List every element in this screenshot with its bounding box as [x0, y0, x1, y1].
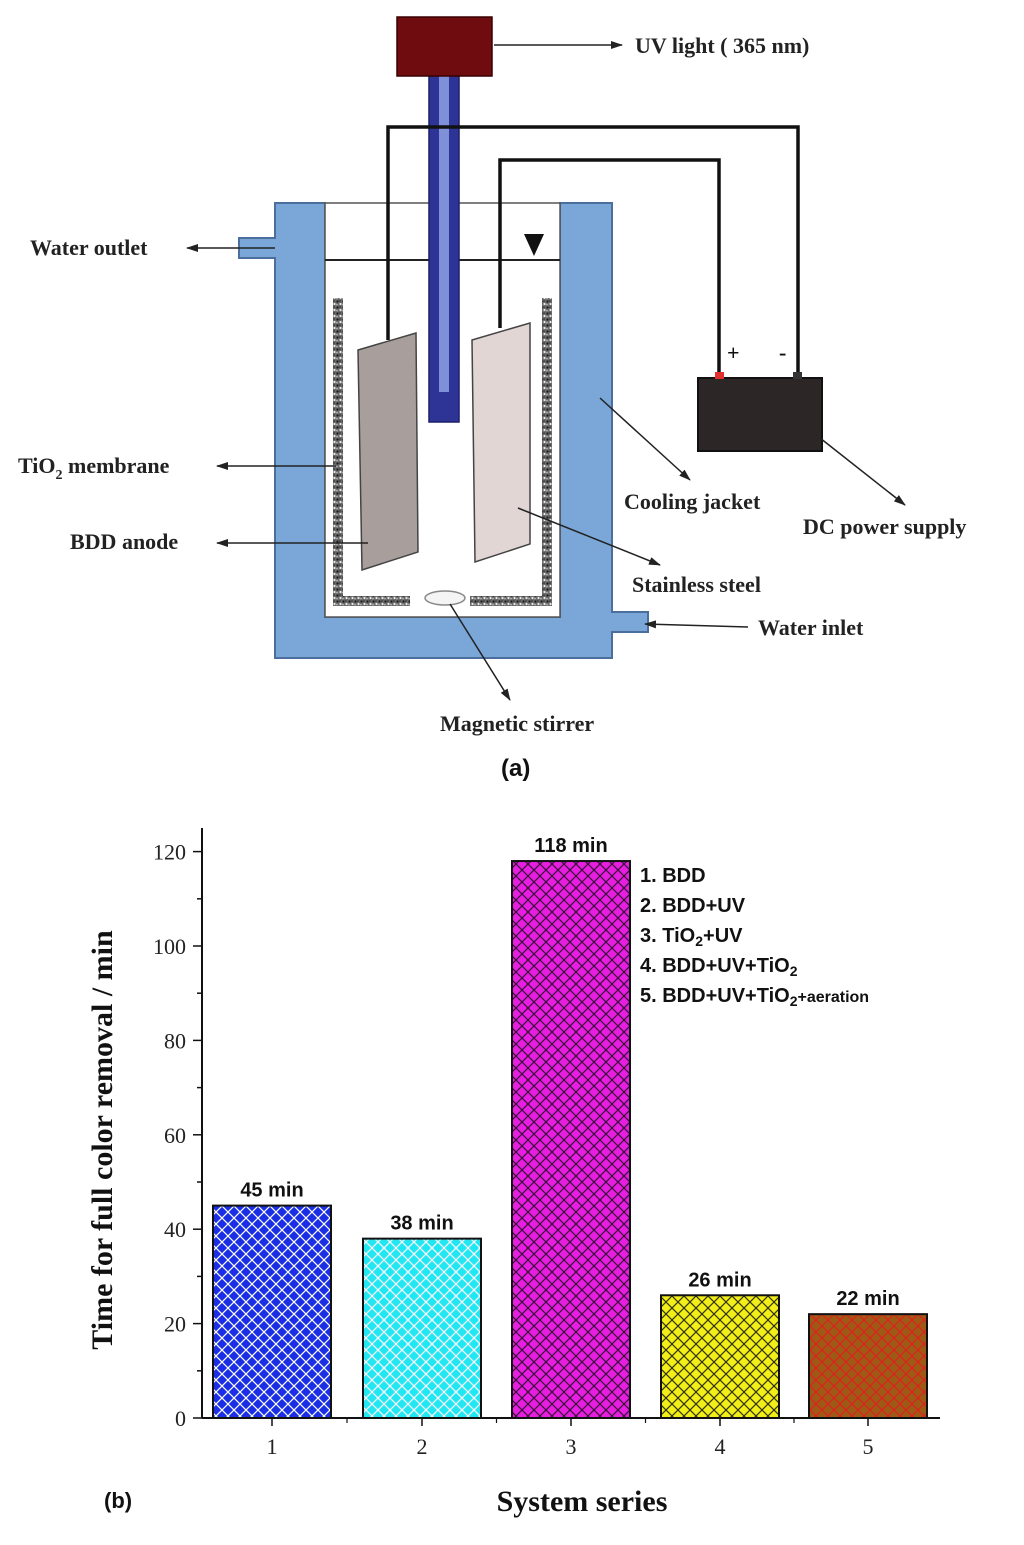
y-tick-label-0: 0: [175, 1406, 186, 1431]
negative-terminal: [793, 372, 802, 379]
y-tick-label-120: 120: [153, 840, 186, 865]
bar-data-label-3: 118 min: [534, 835, 607, 857]
label-water-inlet: Water inlet: [758, 615, 864, 640]
legend-entry-3: 3. TiO2+UV: [640, 925, 743, 949]
bar-data-label-5: 22 min: [836, 1288, 899, 1310]
y-axis-label: Time for full color removal / min: [86, 930, 119, 1350]
legend-entry-5: 5. BDD+UV+TiO2+aeration: [640, 985, 869, 1009]
label-tio2-membrane: TiO2 membrane: [18, 453, 170, 483]
bar-data-label-4: 26 min: [688, 1269, 751, 1291]
arrow-stainless-steel: [517, 507, 661, 566]
arrow-magnetic-stirrer: [449, 603, 511, 701]
x-tick-label-3: 3: [566, 1434, 577, 1459]
arrow-cooling-jacket: [599, 397, 691, 481]
label-dc-power-supply: DC power supply: [803, 514, 966, 539]
tio2-membrane: [333, 298, 552, 606]
chart-legend: 1. BDD 2. BDD+UV 3. TiO2+UV 4. BDD+UV+TiO2 5…: [640, 865, 869, 1009]
label-cooling-jacket: Cooling jacket: [624, 489, 761, 514]
bar-data-label-2: 38 min: [390, 1213, 453, 1235]
magnetic-stirrer: [424, 590, 466, 606]
bar-data-label-1: 45 min: [240, 1180, 303, 1202]
x-tick-label-4: 4: [715, 1434, 726, 1459]
wire-anode: [386, 125, 800, 378]
dc-power-supply-box: [697, 377, 823, 452]
reactor-diagram: + - UV light ( 365 nm) Water outlet TiO2…: [18, 16, 966, 782]
bar-2: [362, 1237, 482, 1420]
y-tick-label-40: 40: [164, 1217, 186, 1242]
bar-chart: 45 min 38 min 118 min 26 min 22 min 0 20 40 60 8…: [86, 828, 940, 1518]
legend-entry-1: 1. BDD: [640, 865, 706, 887]
y-tick-label-60: 60: [164, 1123, 186, 1148]
label-bdd-anode: BDD anode: [70, 529, 178, 554]
bar-5: [808, 1313, 928, 1420]
bdd-anode: [357, 332, 419, 572]
x-axis-label: System series: [497, 1485, 668, 1518]
label-water-outlet: Water outlet: [30, 235, 148, 260]
minus-sign: -: [779, 340, 786, 365]
panel-label-a: (a): [501, 755, 530, 782]
x-tick-label-5: 5: [863, 1434, 874, 1459]
stainless-steel-plate: [471, 321, 531, 564]
bar-1: [212, 1204, 332, 1419]
arrow-water-inlet: [644, 620, 749, 629]
uv-light-box: [396, 16, 493, 77]
legend-entry-4: 4. BDD+UV+TiO2: [640, 955, 798, 979]
panel-label-b: (b): [104, 1488, 132, 1513]
bar-3: [511, 860, 631, 1419]
x-tick-label-2: 2: [417, 1434, 428, 1459]
label-uv-light: UV light ( 365 nm): [635, 33, 809, 58]
y-tick-label-80: 80: [164, 1028, 186, 1053]
y-tick-label-20: 20: [164, 1312, 186, 1337]
positive-terminal: [715, 372, 724, 379]
bar-4: [660, 1294, 780, 1420]
label-stainless-steel: Stainless steel: [632, 572, 761, 597]
label-magnetic-stirrer: Magnetic stirrer: [440, 711, 594, 736]
plus-sign: +: [727, 340, 740, 365]
water-level-marker: [524, 234, 544, 256]
wire-cathode: [498, 158, 721, 378]
x-tick-label-1: 1: [267, 1434, 278, 1459]
legend-entry-2: 2. BDD+UV: [640, 895, 746, 917]
arrow-dc-power-supply: [819, 437, 906, 506]
y-tick-label-100: 100: [153, 934, 186, 959]
uv-lamp-tube: [428, 75, 460, 423]
